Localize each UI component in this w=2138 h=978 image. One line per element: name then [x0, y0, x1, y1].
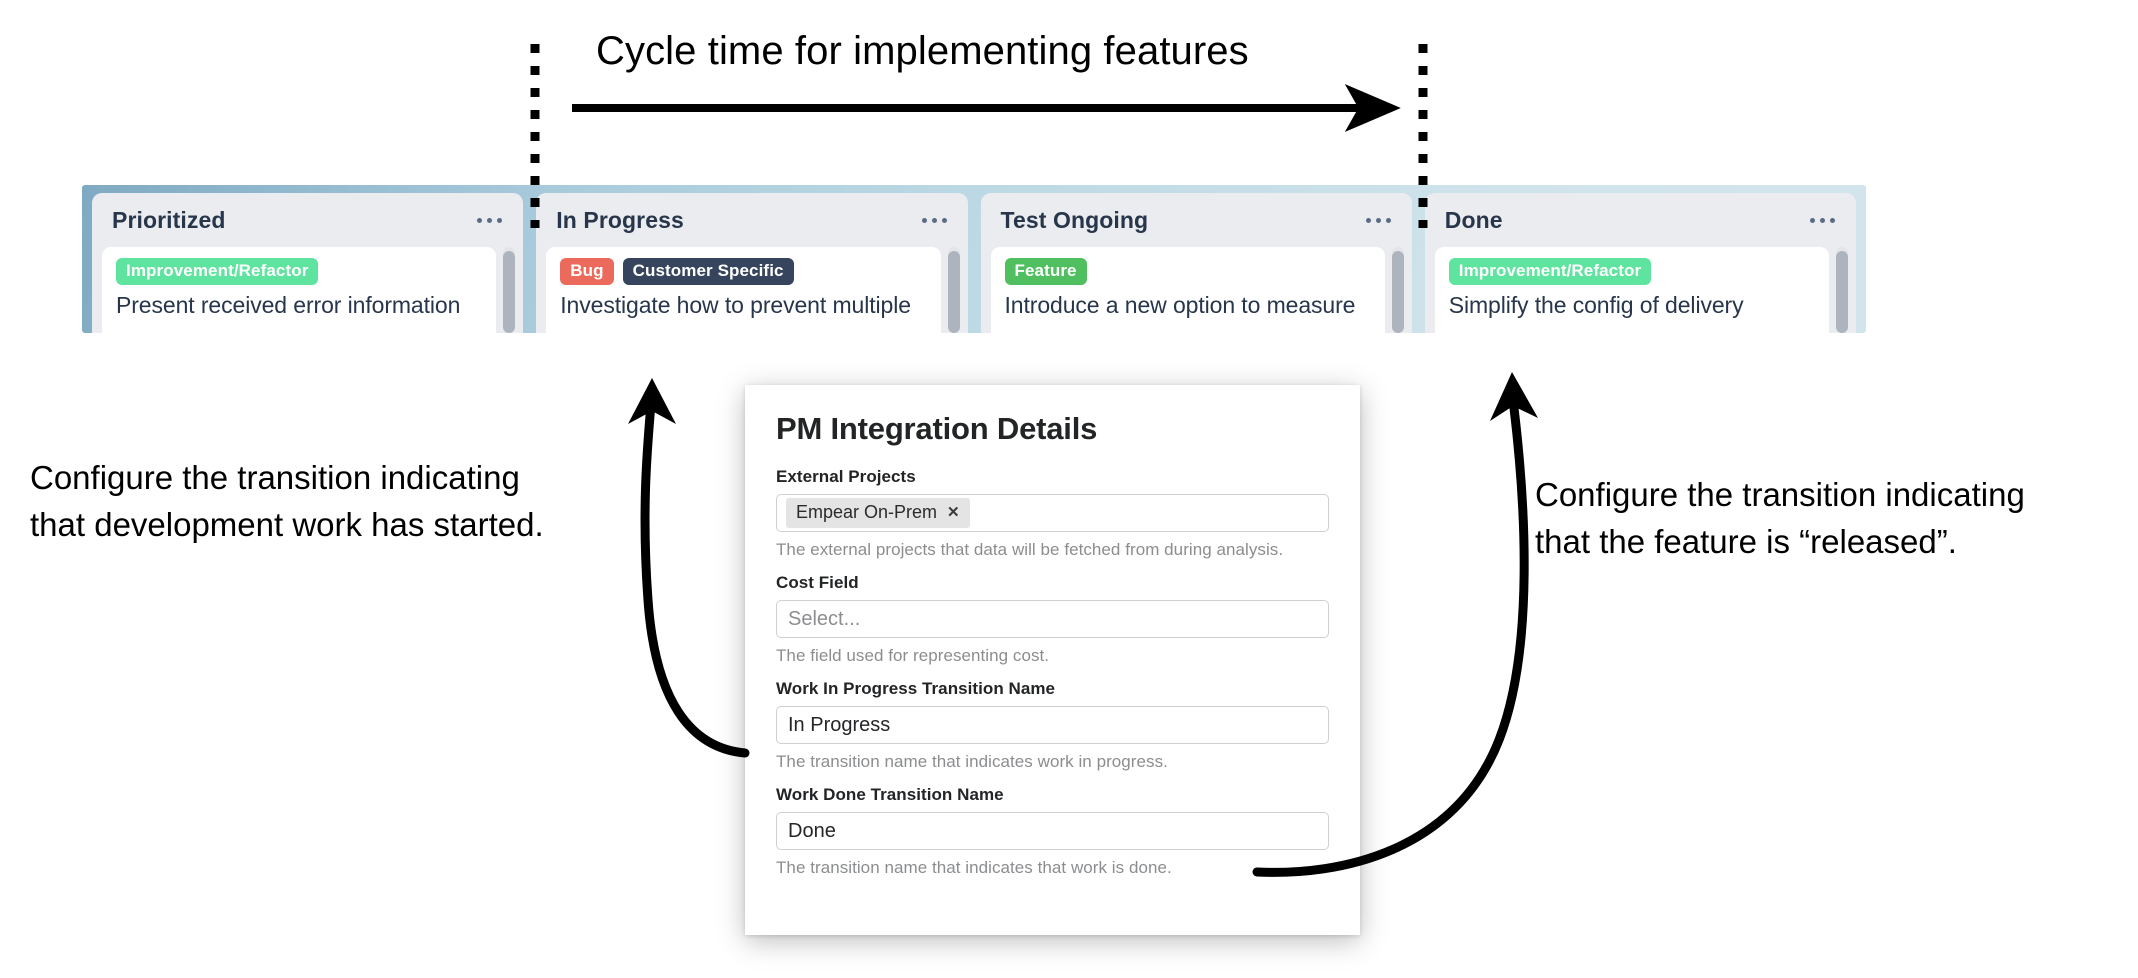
project-chip[interactable]: Empear On-Prem ✕	[786, 498, 970, 528]
chip-label: Empear On-Prem	[796, 502, 938, 522]
kanban-card[interactable]: Feature Introduce a new option to measur…	[990, 247, 1385, 333]
cycle-time-title: Cycle time for implementing features	[596, 29, 1249, 73]
done-transition-name-input[interactable]: Done	[776, 812, 1329, 850]
note-feature-released: Configure the transition indicating that…	[1535, 476, 2025, 560]
help-wip-transition-name: The transition name that indicates work …	[776, 752, 1168, 771]
column-header: In Progress	[536, 193, 967, 247]
card-title: Simplify the config of delivery	[1448, 292, 1744, 318]
kanban-column-done[interactable]: Done Improvement/Refactor Simplify the c…	[1424, 193, 1856, 333]
done-transition-name-value: Done	[788, 819, 836, 842]
label-done-transition-name: Work Done Transition Name	[776, 785, 1004, 804]
wip-callout-arrowhead	[628, 378, 676, 424]
help-external-projects: The external projects that data will be …	[776, 540, 1284, 559]
column-body: Improvement/Refactor Present received er…	[92, 247, 523, 333]
column-scrollbar[interactable]	[1391, 247, 1404, 333]
column-title: Done	[1444, 207, 1503, 233]
card-tag: Improvement/Refactor	[1448, 258, 1652, 285]
card-tag: Feature	[1004, 258, 1087, 285]
kanban-board: Prioritized Improvement/Refactor Present…	[82, 185, 1866, 333]
kanban-column-test-ongoing[interactable]: Test Ongoing Feature Introduce a new opt…	[980, 193, 1412, 333]
column-scrollbar[interactable]	[1836, 247, 1848, 333]
ellipsis-icon[interactable]	[1364, 212, 1393, 229]
card-tag-row: Improvement/Refactor	[116, 258, 482, 285]
kanban-columns: Prioritized Improvement/Refactor Present…	[82, 185, 1866, 333]
kanban-card[interactable]: Bug Customer Specific Investigate how to…	[546, 247, 941, 333]
kanban-column-prioritized[interactable]: Prioritized Improvement/Refactor Present…	[92, 193, 524, 333]
column-header: Done	[1425, 193, 1856, 247]
card-tag: Bug	[560, 258, 614, 285]
help-done-transition-name: The transition name that indicates that …	[776, 858, 1172, 877]
card-tag: Improvement/Refactor	[116, 258, 319, 285]
card-tag-row: Improvement/Refactor	[1448, 258, 1815, 285]
kanban-card[interactable]: Improvement/Refactor Present received er…	[102, 247, 497, 333]
column-scrollbar[interactable]	[503, 247, 516, 333]
card-tag-row: Bug Customer Specific	[560, 258, 926, 285]
dialog-title: PM Integration Details	[776, 411, 1098, 446]
close-icon[interactable]: ✕	[947, 504, 960, 521]
column-body: Feature Introduce a new option to measur…	[981, 247, 1412, 333]
wip-callout-arrow	[640, 387, 750, 758]
label-external-projects: External Projects	[776, 467, 916, 486]
wip-transition-name-value: In Progress	[788, 713, 891, 736]
column-title: In Progress	[556, 207, 684, 233]
label-cost-field: Cost Field	[776, 573, 859, 592]
card-title: Present received error information	[116, 292, 461, 318]
external-projects-input[interactable]: Empear On-Prem ✕	[776, 494, 1329, 532]
cost-field-select[interactable]: Select...	[776, 600, 1329, 638]
column-header: Test Ongoing	[981, 193, 1412, 247]
label-wip-transition-name: Work In Progress Transition Name	[776, 679, 1056, 698]
column-header: Prioritized	[92, 193, 523, 247]
pm-integration-details-dialog[interactable]: PM Integration Details External Projects…	[745, 385, 1360, 935]
note-work-started: Configure the transition indicating that…	[30, 459, 544, 543]
kanban-card[interactable]: Improvement/Refactor Simplify the config…	[1434, 247, 1829, 333]
card-title: Introduce a new option to measure	[1004, 292, 1356, 318]
column-title: Prioritized	[112, 207, 226, 233]
help-cost-field: The field used for representing cost.	[776, 646, 1050, 665]
done-callout-arrowhead	[1490, 372, 1538, 421]
column-body: Bug Customer Specific Investigate how to…	[536, 247, 967, 333]
card-title: Investigate how to prevent multiple	[560, 292, 911, 318]
ellipsis-icon[interactable]	[920, 212, 949, 229]
column-scrollbar[interactable]	[947, 247, 960, 333]
column-body: Improvement/Refactor Simplify the config…	[1425, 247, 1856, 333]
column-title: Test Ongoing	[1000, 207, 1149, 233]
kanban-column-in-progress[interactable]: In Progress Bug Customer Specific Invest…	[536, 193, 968, 333]
wip-transition-name-input[interactable]: In Progress	[776, 706, 1329, 744]
card-tag: Customer Specific	[622, 258, 794, 285]
card-tag-row: Feature	[1004, 258, 1371, 285]
ellipsis-icon[interactable]	[1808, 212, 1837, 229]
ellipsis-icon[interactable]	[475, 212, 504, 229]
cost-field-placeholder: Select...	[788, 607, 861, 630]
